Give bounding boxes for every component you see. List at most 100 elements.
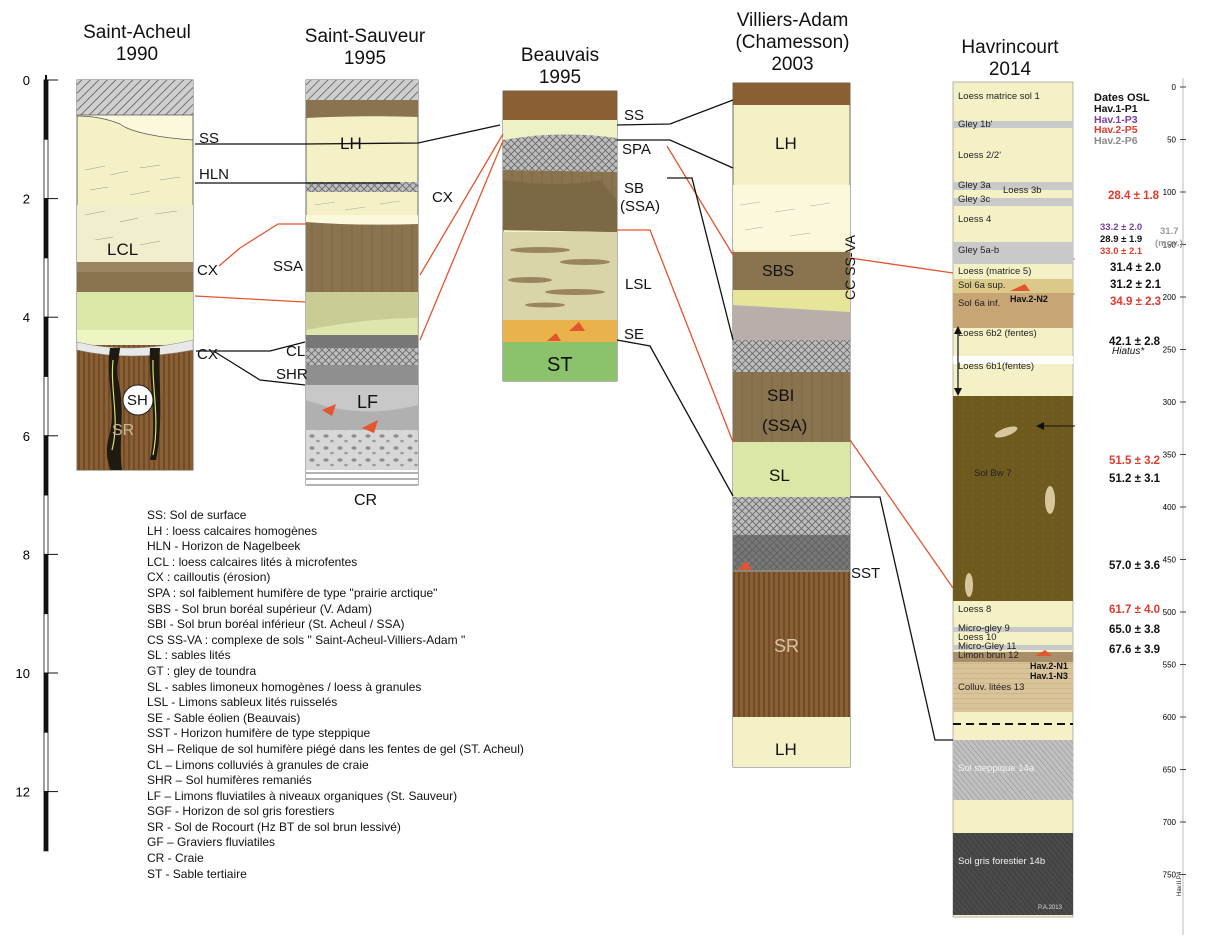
legend-entry: SS: Sol de surface <box>147 508 247 522</box>
section-name: Saint-Acheul <box>83 22 191 43</box>
scale-tick-label: 0 <box>23 73 30 88</box>
osl-date: 31.2 ± 2.1 <box>1110 279 1162 291</box>
scale-segment <box>43 316 49 377</box>
osl-date: 67.6 ± 3.9 <box>1109 644 1161 656</box>
legend-entry: SBI - Sol brun boréal inférieur (St. Ach… <box>147 617 405 632</box>
scale-tick-label: 600 <box>1163 713 1177 722</box>
scale-segment <box>43 435 49 496</box>
scale-segment <box>43 554 49 615</box>
havrincourt-layer-label: Sol 6a inf. <box>958 298 1001 309</box>
havrincourt-layer-label: Loess 3b <box>1003 185 1042 196</box>
osl-profile-name: Hav.1-P3 <box>1094 113 1138 126</box>
layer-label: LH <box>340 134 362 153</box>
scale-segment <box>43 613 49 674</box>
layer-label: SR <box>112 422 135 439</box>
section-year: 2003 <box>771 54 814 75</box>
legend-entry: SST - Horizon humifère de type steppique <box>147 726 371 741</box>
legend-entry: SE - Sable éolien (Beauvais) <box>147 710 301 725</box>
heading-villiers-adam: Villiers-Adam (Chamesson) 2003 <box>715 10 870 76</box>
scale-tick-label: 650 <box>1163 766 1177 775</box>
scale-segment <box>43 376 49 437</box>
layer-label: LF <box>357 392 379 412</box>
legend-entry: LF – Limons fluviatiles à niveaux organi… <box>147 788 458 803</box>
layer-label: SS <box>199 130 220 147</box>
scale-tick-label: 200 <box>1163 293 1177 302</box>
layer-label: SSA <box>273 258 304 275</box>
hiatus-label: Hiatus* <box>1112 346 1145 357</box>
scale-tick-label: 350 <box>1163 451 1177 460</box>
section-name: Havrincourt <box>961 37 1059 58</box>
legend-entry: SL : sables lités <box>147 648 231 663</box>
layer-label: CL <box>286 343 306 360</box>
layer-label: CX <box>432 189 453 206</box>
section-name: Saint-Sauveur <box>304 26 426 47</box>
osl-date: 65.0 ± 3.8 <box>1109 624 1161 636</box>
scale-tick-label: 250 <box>1163 346 1177 355</box>
osl-profile-name: Hav.2-P5 <box>1094 124 1138 136</box>
osl-title: Dates OSL <box>1094 92 1150 104</box>
credit-label: P.A.2013 <box>1038 905 1062 911</box>
havrincourt-layer-label: Sol 6a sup. <box>958 280 1006 291</box>
havrincourt-layer-label: Micro-Gley 11 <box>958 641 1017 652</box>
layer-label: HLN <box>199 166 230 183</box>
heading-saint-sauveur: Saint-Sauveur 1995 <box>295 26 435 70</box>
osl-date: 51.5 ± 3.2 <box>1109 455 1161 467</box>
sample-label: Hav.1-N3 <box>1030 671 1068 681</box>
layer-label: SBI <box>767 386 795 405</box>
legend-entry: LSL - Limons sableux lités ruisselés <box>147 695 338 710</box>
havrincourt-layer-label: Loess 2/2' <box>958 150 1002 161</box>
osl-date: 34.9 ± 2.3 <box>1110 296 1162 308</box>
layer-label: SB <box>624 180 645 197</box>
legend-entry: SPA : sol faiblement humifère de type "p… <box>147 585 438 600</box>
osl-date: 33.2 ± 2.0 <box>1100 222 1143 233</box>
section-year: 1995 <box>343 48 387 69</box>
layer-label: LSL <box>625 276 652 293</box>
legend-entry: CL – Limons colluviés à granules de crai… <box>147 757 369 772</box>
scale-segment <box>43 672 49 733</box>
osl-date: 28.4 ± 1.8 <box>1108 190 1160 202</box>
havrincourt-layer-label: Micro-gley 9 <box>958 623 1010 634</box>
layer-label: (SSA) <box>762 416 808 435</box>
scale-tick-label: 750 <box>1163 871 1177 880</box>
beauvais-column <box>502 90 618 382</box>
havrincourt-layer-label: Colluv. litées 13 <box>958 682 1025 693</box>
scale-tick-label: 700 <box>1163 818 1177 827</box>
sample-label: Hav.2-N1 <box>1030 661 1068 671</box>
section-year: 1995 <box>538 67 582 88</box>
osl-date: 51.2 ± 3.1 <box>1109 473 1161 485</box>
villiers-adam-column <box>732 82 851 768</box>
layer-label: SL <box>769 466 790 485</box>
scale-tick-label: 500 <box>1163 608 1177 617</box>
legend-entry: LH : loess calcaires homogènes <box>147 523 318 538</box>
heading-beauvais: Beauvais 1995 <box>502 45 618 89</box>
scale-tick-label: 10 <box>16 666 30 681</box>
legend-entry: SL - sables limoneux homogènes / loess à… <box>147 679 422 694</box>
saint-acheul-column <box>76 79 194 471</box>
scale-tick-label: 450 <box>1163 556 1177 565</box>
heading-havrincourt: Havrincourt 2014 <box>945 37 1075 81</box>
sample-label: Hav.2-N2 <box>1010 294 1048 304</box>
layer-label: CX <box>197 346 218 363</box>
correlation-lines <box>194 99 954 741</box>
layer-label: SH <box>127 392 148 409</box>
scale-tick-label: 0 <box>1172 83 1177 92</box>
legend-entry: HLN - Horizon de Nagelbeek <box>147 539 301 554</box>
havrincourt-layer-label: Sol Bw 7 <box>974 468 1012 479</box>
osl-date: 31.4 ± 2.0 <box>1110 262 1162 274</box>
havrincourt-layer-label: Loess 10 <box>958 632 997 643</box>
right-depth-scale: 0501001502002503003504004505005506006507… <box>1163 78 1186 935</box>
scale-segment <box>43 198 49 259</box>
legend-entry: SBS - Sol brun boréal supérieur (V. Adam… <box>147 601 373 616</box>
osl-date: 61.7 ± 4.0 <box>1109 604 1161 616</box>
right-scale-label: Hav.II.P4 <box>1177 871 1183 896</box>
section-name: Villiers-Adam <box>736 10 849 31</box>
scale-tick-label: 50 <box>1167 136 1176 145</box>
havrincourt-layer-label: Gley 3a <box>958 180 991 191</box>
osl-panel <box>1075 82 1171 654</box>
scale-tick-label: 12 <box>16 785 30 800</box>
layer-label: SHR <box>276 366 308 383</box>
havrincourt-layer-label: Loess 6b1(fentes) <box>958 361 1035 372</box>
osl-date: 28.9 ± 1.9 <box>1100 234 1143 245</box>
